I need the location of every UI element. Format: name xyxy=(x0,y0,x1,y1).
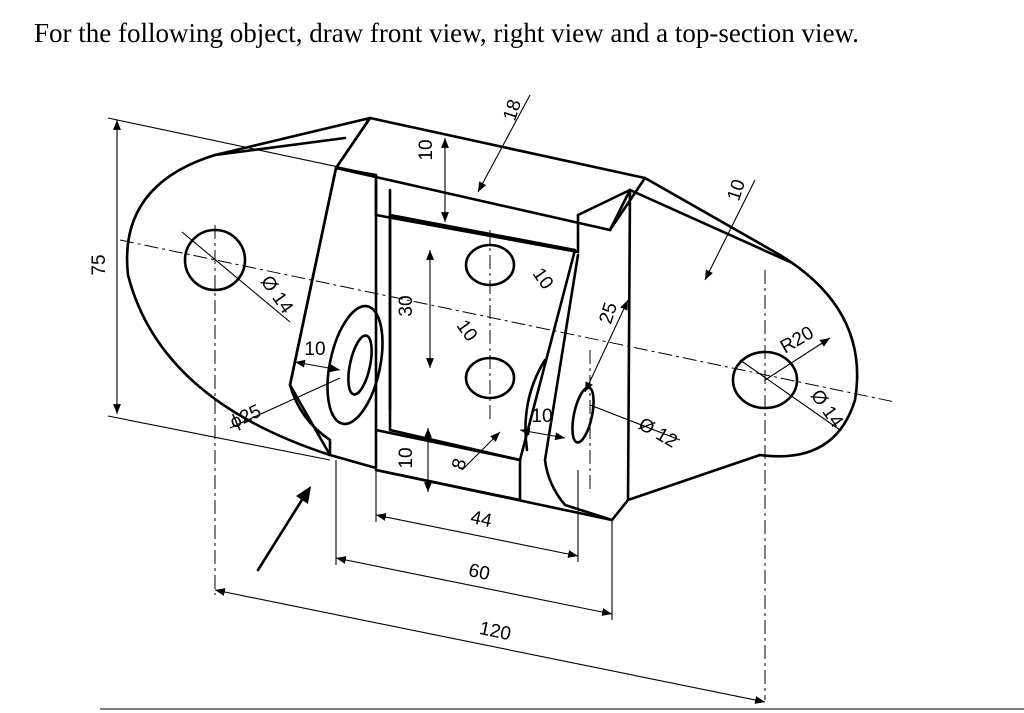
right-flange-top-edge xyxy=(628,188,792,264)
dim-phi25: ϕ25 xyxy=(227,401,265,433)
top-bar-front xyxy=(374,173,580,254)
top-bar xyxy=(334,116,647,232)
dim-10-hole-upper: 10 xyxy=(528,264,557,293)
right-web-face xyxy=(608,188,632,232)
dim-10-right-flange: 10 xyxy=(724,177,751,204)
view-direction-arrow xyxy=(256,486,311,572)
right-web xyxy=(543,188,632,522)
left-boss-outer xyxy=(326,304,384,426)
dim-10-bottom: 10 xyxy=(396,447,417,468)
left-flange xyxy=(125,116,372,457)
dimension-lines xyxy=(100,94,1024,710)
dim-phi14-left: Ø 14 xyxy=(256,272,297,318)
dim-8: 8 xyxy=(448,456,471,473)
dim-R20: R20 xyxy=(777,322,818,358)
left-web xyxy=(288,166,378,470)
center-lines xyxy=(119,225,896,700)
bottom-bar-base xyxy=(374,468,614,522)
dim-10-top: 10 xyxy=(416,139,437,160)
dim-phi12: Ø 12 xyxy=(635,414,681,453)
dim-10-right-web: 10 xyxy=(531,406,552,427)
object-outline xyxy=(125,116,859,522)
left-flange-top-edge xyxy=(213,136,347,157)
dim-18: 18 xyxy=(500,97,527,124)
dim-60: 60 xyxy=(467,560,492,585)
dim-phi14-right: Ø 14 xyxy=(806,386,847,432)
left-boss-inner xyxy=(347,334,373,396)
dim-75: 75 xyxy=(89,254,110,275)
dim-44: 44 xyxy=(469,507,494,532)
dim-120: 120 xyxy=(477,618,512,645)
prompt-text: For the following object, draw front vie… xyxy=(34,18,860,48)
dim-10-left-web: 10 xyxy=(304,339,325,360)
right-flange xyxy=(626,176,859,502)
right-boss-inner xyxy=(571,386,595,444)
dim-25: 25 xyxy=(596,300,623,327)
dim-10-hole-lower: 10 xyxy=(452,316,481,345)
dim-30: 30 xyxy=(396,295,417,316)
